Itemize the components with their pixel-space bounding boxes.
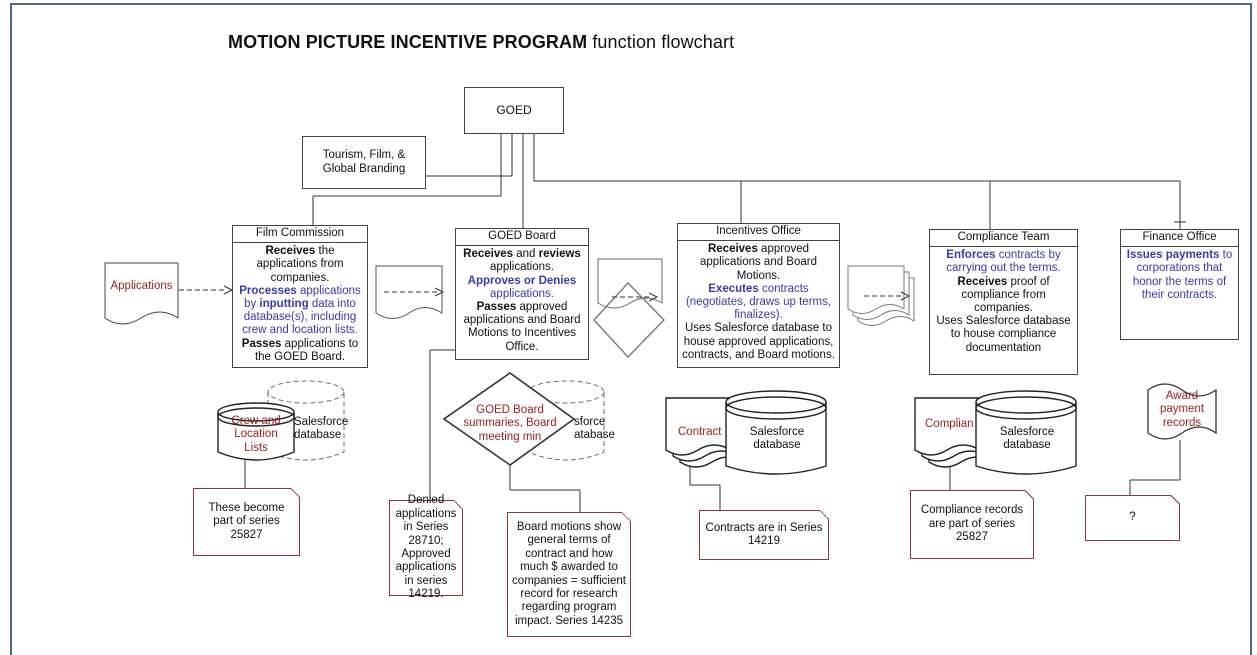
sf-db-3-line-2: database	[753, 439, 801, 452]
fc-processes: Processes	[239, 284, 297, 297]
diagram-title: MOTION PICTURE INCENTIVE PROGRAM functio…	[228, 32, 734, 53]
compliance-team-body: Enforces contracts by carrying out the t…	[930, 247, 1077, 357]
decision-line-2: summaries, Board	[463, 417, 557, 430]
decision-diamond-shape	[442, 372, 576, 466]
ct-receives: Receives	[957, 275, 1008, 288]
ct-enforces: Enforces	[946, 249, 996, 262]
contract-doc-label: Contract	[678, 426, 722, 438]
goed-board-box: GOED Board Receives and reviews applicat…	[455, 228, 589, 360]
finance-office-body: Issues payments to corporations that hon…	[1121, 247, 1238, 304]
diamond-board-to-incentives	[593, 281, 665, 359]
crew-lists-shape	[217, 402, 295, 461]
incentives-office-body: Receives approved applications and Board…	[678, 241, 839, 364]
fc-receives-text: the applications from companies.	[256, 245, 344, 284]
crew-lists-label: Crew and Location Lists	[218, 415, 294, 455]
io-executes: Executes	[708, 282, 759, 295]
fc-passes-text: applications to the GOED Board.	[254, 337, 359, 363]
note-contracts: Contracts are in Series 14219	[699, 510, 829, 560]
gb-and: and	[516, 248, 536, 261]
title-bold: MOTION PICTURE INCENTIVE PROGRAM	[228, 32, 588, 52]
note-series-25827: These become part of series 25827	[193, 488, 300, 556]
goed-box: GOED	[464, 87, 564, 134]
gb-reviews-text: applications.	[490, 261, 554, 274]
award-line-2: payment	[1159, 403, 1205, 416]
fc-passes: Passes	[241, 337, 282, 350]
sf-db-1-line-1: Salesforce	[294, 416, 349, 428]
crew-lists-line-1: Crew and	[231, 415, 281, 427]
note-question: ?	[1085, 495, 1180, 541]
doc-board-to-incentives	[597, 258, 663, 309]
sf-db-3-shape	[725, 390, 827, 475]
finance-office-box: Finance Office Issues payments to corpor…	[1120, 229, 1239, 340]
film-commission-box: Film Commission Receives the application…	[232, 225, 368, 368]
film-to-board-arrow-head	[434, 287, 445, 297]
incentives-to-compliance-arrow-head	[900, 291, 911, 301]
goed-board-body: Receives and reviews applications. Appro…	[456, 246, 588, 356]
title-rest: function flowchart	[592, 32, 735, 52]
crew-lists-line-3: Lists	[244, 441, 268, 454]
sf-db-4-label: Salesforce database	[986, 426, 1068, 453]
applications-arrow-head	[223, 285, 234, 295]
tourism-box: Tourism, Film, & Global Branding	[302, 136, 426, 189]
fc-processes-text: data into database(s), including crew an…	[242, 298, 358, 337]
compliance-doc-label: Complian	[925, 418, 974, 430]
gb-approves: Approves or Denies	[467, 274, 577, 287]
io-receives-text: approved applications and Board Motions.	[700, 243, 817, 282]
fc-processes-mid: applications by	[244, 284, 361, 311]
crew-lists-line-2: Location	[234, 428, 278, 441]
note-board-motions: Board motions show general terms of cont…	[507, 512, 631, 637]
award-records-label: Award payment records	[1148, 390, 1216, 430]
ct-uses-text: Uses Salesforce database to house compli…	[936, 315, 1071, 354]
io-uses-text: Uses Salesforce database to house approv…	[682, 322, 835, 361]
gb-receives: Receives	[463, 248, 514, 261]
note-compliance-records: Compliance records are part of series 25…	[910, 490, 1034, 559]
applications-label: Applications	[110, 280, 173, 292]
sf-db-4-shape	[975, 390, 1077, 475]
gb-reviews: reviews	[538, 248, 581, 261]
incentives-office-box: Incentives Office Receives approved appl…	[677, 223, 840, 368]
incentives-office-header: Incentives Office	[678, 224, 839, 242]
fc-inputting: inputting	[259, 298, 309, 311]
sf-db-4-line-2: database	[1003, 439, 1051, 452]
award-line-3: records	[1162, 416, 1202, 429]
film-commission-body: Receives the applications from companies…	[233, 243, 367, 366]
tourism-line-1: Tourism, Film, &	[322, 149, 406, 162]
goed-label: GOED	[496, 102, 532, 117]
tourism-line-2: Global Branding	[322, 162, 406, 175]
sf-db-3-label: Salesforce database	[736, 426, 818, 453]
board-to-incentives-arrow-head	[648, 292, 659, 302]
multidoc-front	[847, 265, 905, 314]
sf-db-2-line-1: sforce	[574, 416, 606, 428]
finance-office-header: Finance Office	[1121, 230, 1238, 248]
fo-issues-text: to corporations that honor the terms of …	[1132, 249, 1233, 301]
compliance-team-box: Compliance Team Enforces contracts by ca…	[929, 229, 1078, 375]
io-executes-text: contracts (negotiates, draws up terms, f…	[685, 282, 832, 322]
compliance-team-header: Compliance Team	[930, 230, 1077, 248]
sf-db-2-label: sforce atabase	[574, 416, 615, 443]
sf-db-3-line-1: Salesforce	[749, 426, 805, 438]
io-receives: Receives	[707, 243, 758, 256]
gb-passes: Passes	[476, 301, 517, 314]
goed-board-header: GOED Board	[456, 229, 588, 247]
award-records-shape	[1147, 383, 1217, 440]
award-line-1: Award	[1165, 390, 1199, 402]
sf-db-1-line-2: database	[294, 429, 342, 442]
sf-db-2-line-2: atabase	[574, 429, 615, 442]
applications-doc-shape	[104, 262, 179, 325]
decision-line-3: meeting min	[478, 430, 542, 443]
fo-issues: Issues payments	[1126, 249, 1220, 262]
film-commission-header: Film Commission	[233, 226, 367, 244]
ct-enforces-text: contracts by carrying out the terms.	[946, 249, 1061, 275]
gb-passes-text: approved applications and Board Motions …	[463, 301, 581, 353]
ct-receives-text: proof of compliance from companies.	[961, 275, 1050, 315]
sf-db-1-label: Salesforce database	[294, 416, 349, 443]
sf-db-4-line-1: Salesforce	[999, 426, 1055, 438]
note-denied-applications: Denied applications in Series 28710; App…	[389, 494, 463, 600]
decision-line-1: GOED Board	[476, 404, 544, 416]
fc-receives: Receives	[265, 245, 316, 258]
decision-label: GOED Board summaries, Board meeting min	[452, 404, 568, 444]
gb-approves-text: applications.	[490, 287, 554, 300]
